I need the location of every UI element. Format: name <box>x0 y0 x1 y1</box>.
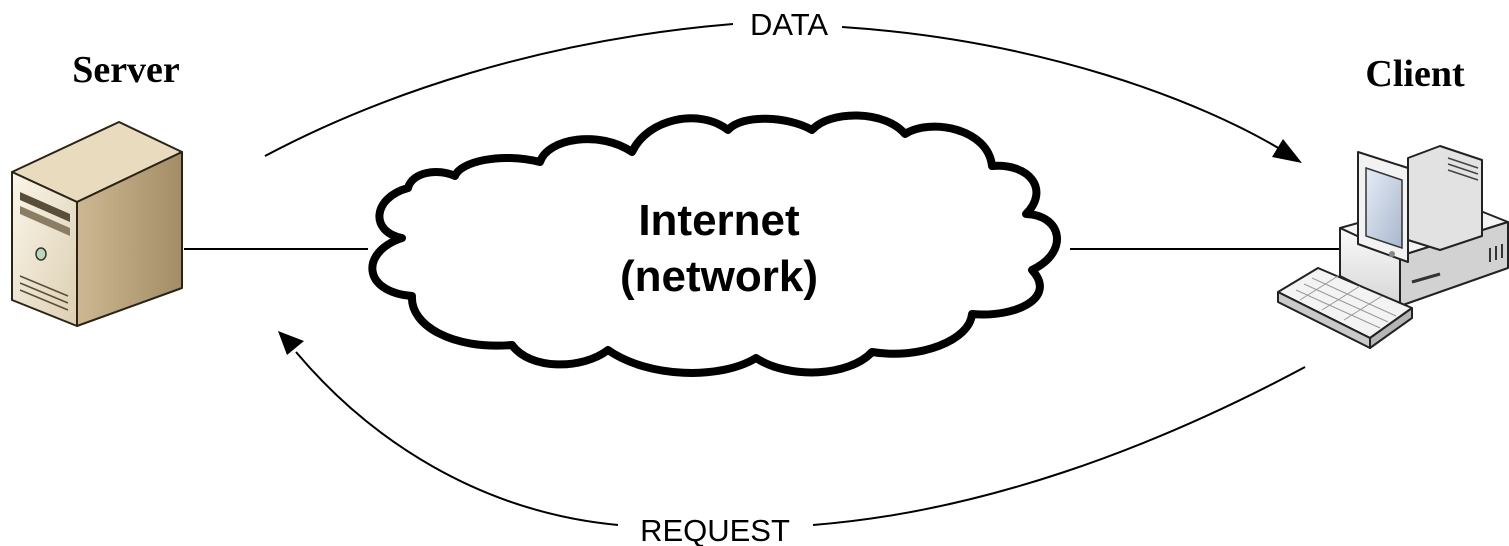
server-title: Server <box>72 49 180 91</box>
request-arrow-left-segment <box>295 351 619 526</box>
desktop-computer-icon <box>1277 145 1509 349</box>
client-title: Client <box>1365 53 1465 95</box>
cloud-icon <box>368 111 1061 377</box>
server-tower-icon <box>11 121 183 327</box>
data-arrow-left-segment <box>264 23 734 157</box>
request-arrow-right-segment <box>812 366 1306 526</box>
request-label: REQUEST <box>640 513 790 546</box>
data-label: DATA <box>750 7 828 42</box>
request-arrowhead-icon <box>278 331 304 355</box>
data-arrow-right-segment <box>841 26 1286 153</box>
network-label-line1: Internet <box>638 196 800 245</box>
network-label-line2: (network) <box>620 252 818 301</box>
data-arrowhead-icon <box>1272 139 1302 163</box>
